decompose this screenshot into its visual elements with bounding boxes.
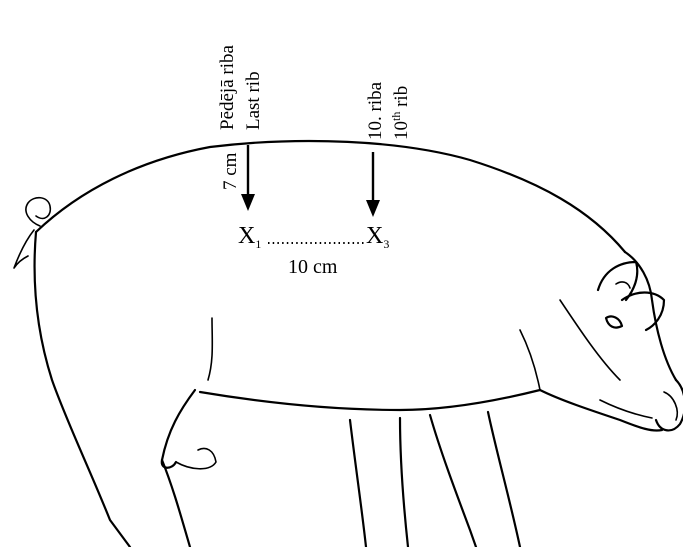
tenth-rib-down-arrow-icon <box>366 152 380 217</box>
pig-outline-icon <box>14 141 683 547</box>
point-x3-label: X3 <box>366 223 389 251</box>
tenth-rib-latvian-label: 10. riba <box>365 81 386 140</box>
last-rib-latvian-label: Pēdējā riba <box>217 44 238 130</box>
last-rib-down-arrow-icon <box>241 145 255 211</box>
last-rib-english-label: Last rib <box>243 71 264 130</box>
distance-label: 10 cm <box>288 256 338 278</box>
tenth-rib-english-label: 10th rib <box>389 86 412 140</box>
depth-label: 7 cm <box>220 152 241 190</box>
point-x1-label: X1 <box>238 223 261 251</box>
